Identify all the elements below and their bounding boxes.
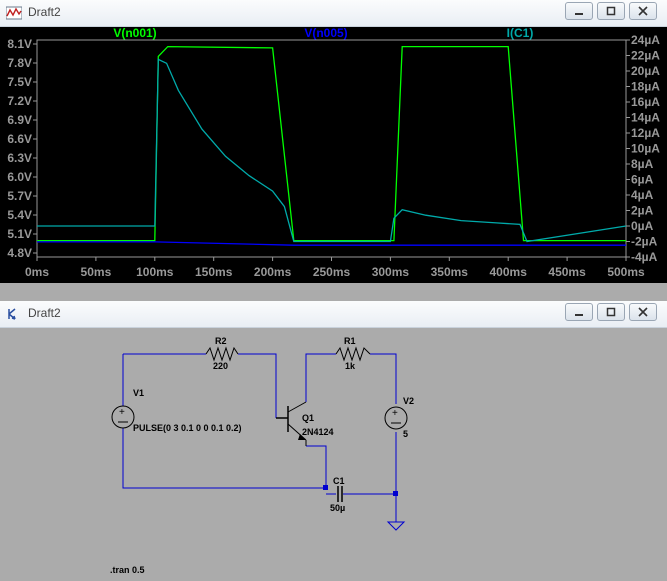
series-line-V(n001)[interactable]	[37, 45, 626, 242]
waveform-window-title: Draft2	[28, 5, 61, 19]
x-tick-label: 0ms	[25, 265, 49, 279]
right-tick-label: -4µA	[631, 250, 658, 264]
wire	[370, 353, 397, 404]
x-tick-label: 250ms	[313, 265, 351, 279]
trace-label-0[interactable]: V(n001)	[113, 26, 156, 40]
x-tick-label: 500ms	[607, 265, 645, 279]
close-icon	[638, 307, 648, 317]
restore-icon	[606, 6, 616, 16]
capacitor-c1[interactable]: C1 50µ	[330, 476, 345, 513]
ground-icon	[386, 521, 406, 531]
resistor-r2[interactable]: R2 220	[205, 336, 239, 371]
plus-sign: +	[119, 407, 125, 418]
x-tick-label: 50ms	[81, 265, 112, 279]
voltage-source-v1[interactable]: + V1 PULSE(0 3 0.1 0 0 0.1 0.2)	[111, 388, 242, 433]
x-tick-label: 450ms	[548, 265, 586, 279]
right-tick-label: 16µA	[631, 95, 660, 109]
left-tick-label: 7.8V	[7, 56, 32, 70]
r1-value: 1k	[345, 361, 356, 371]
wire	[305, 353, 336, 402]
x-tick-label: 200ms	[254, 265, 292, 279]
junction-dot	[323, 485, 328, 490]
left-tick-label: 6.0V	[7, 170, 32, 184]
right-tick-label: 18µA	[631, 80, 660, 94]
junction-dot	[393, 491, 398, 496]
waveform-window: Draft2 V(n001) V(n005) I(C1) 8.1V 7.8V 7.5V 7…	[0, 0, 667, 283]
waveform-titlebar[interactable]: Draft2	[0, 0, 667, 27]
restore-icon	[606, 307, 616, 317]
minimize-icon	[575, 13, 583, 15]
r2-value: 220	[213, 361, 228, 371]
close-icon	[638, 6, 648, 16]
left-tick-label: 7.2V	[7, 94, 32, 108]
transistor-q1[interactable]: Q1 2N4124	[276, 401, 334, 446]
left-tick-label: 5.1V	[7, 227, 32, 241]
right-tick-label: 0µA	[631, 219, 654, 233]
x-tick-label: 100ms	[136, 265, 174, 279]
minimize-icon	[575, 314, 583, 316]
right-tick-label: 4µA	[631, 188, 654, 202]
x-tick-label: 300ms	[372, 265, 410, 279]
x-tick-label: 350ms	[431, 265, 469, 279]
right-tick-label: 8µA	[631, 157, 654, 171]
left-tick-label: 7.5V	[7, 75, 32, 89]
schematic-window: Draft2	[0, 301, 667, 581]
v2-name: V2	[403, 396, 414, 406]
right-tick-label: 22µA	[631, 49, 660, 63]
left-tick-label: 5.7V	[7, 189, 32, 203]
schematic-app-icon	[8, 308, 16, 320]
r2-name: R2	[215, 336, 227, 346]
voltage-source-v2[interactable]: + V2 5	[384, 396, 414, 439]
restore-button[interactable]	[597, 2, 625, 20]
q1-value: 2N4124	[302, 427, 334, 437]
schematic-restore-button[interactable]	[597, 303, 625, 321]
schematic-minimize-button[interactable]	[565, 303, 593, 321]
c1-name: C1	[333, 476, 345, 486]
wire	[306, 445, 327, 488]
spice-directive[interactable]: .tran 0.5	[110, 565, 145, 575]
right-tick-label: 10µA	[631, 142, 660, 156]
schematic-window-title: Draft2	[28, 306, 61, 320]
trace-label-2[interactable]: I(C1)	[507, 26, 534, 40]
right-tick-label: 2µA	[631, 204, 654, 218]
right-tick-label: 24µA	[631, 33, 660, 47]
schematic-titlebar[interactable]: Draft2	[0, 301, 667, 328]
v1-value: PULSE(0 3 0.1 0 0 0.1 0.2)	[133, 423, 242, 433]
right-tick-label: 20µA	[631, 64, 660, 78]
wires	[122, 353, 397, 518]
plus-sign: +	[392, 408, 398, 419]
series-line-V(n005)[interactable]	[37, 241, 626, 246]
minimize-button[interactable]	[565, 2, 593, 20]
q1-name: Q1	[302, 413, 314, 423]
v1-name: V1	[133, 388, 144, 398]
left-tick-label: 4.8V	[7, 246, 32, 260]
wire	[343, 493, 397, 518]
x-tick-label: 400ms	[490, 265, 528, 279]
right-tick-label: -2µA	[631, 235, 658, 249]
v2-value: 5	[403, 429, 408, 439]
left-tick-label: 6.6V	[7, 132, 32, 146]
close-button[interactable]	[629, 2, 657, 20]
wire	[238, 353, 277, 418]
right-tick-label: 6µA	[631, 173, 654, 187]
left-tick-label: 8.1V	[7, 37, 32, 51]
left-tick-label: 5.4V	[7, 208, 32, 222]
series-line-I(C1)[interactable]	[37, 58, 627, 243]
trace-label-1[interactable]: V(n005)	[304, 26, 347, 40]
left-tick-label: 6.9V	[7, 113, 32, 127]
waveform-app-icon	[6, 6, 22, 20]
right-tick-label: 14µA	[631, 111, 660, 125]
left-tick-label: 6.3V	[7, 151, 32, 165]
c1-value: 50µ	[330, 503, 345, 513]
r1-name: R1	[344, 336, 356, 346]
resistor-r1[interactable]: R1 1k	[335, 336, 371, 371]
right-tick-label: 12µA	[631, 126, 660, 140]
x-tick-label: 150ms	[195, 265, 233, 279]
schematic-close-button[interactable]	[629, 303, 657, 321]
wire	[122, 428, 326, 489]
plot-frame	[36, 39, 627, 258]
waveform-plot[interactable]: V(n001) V(n005) I(C1) 8.1V 7.8V 7.5V 7.2V 6.9V…	[0, 26, 667, 283]
schematic-canvas[interactable]: R2 220 R1 1k + V1 PULSE(0 3 0.1 0 0 0.1 …	[0, 322, 667, 581]
